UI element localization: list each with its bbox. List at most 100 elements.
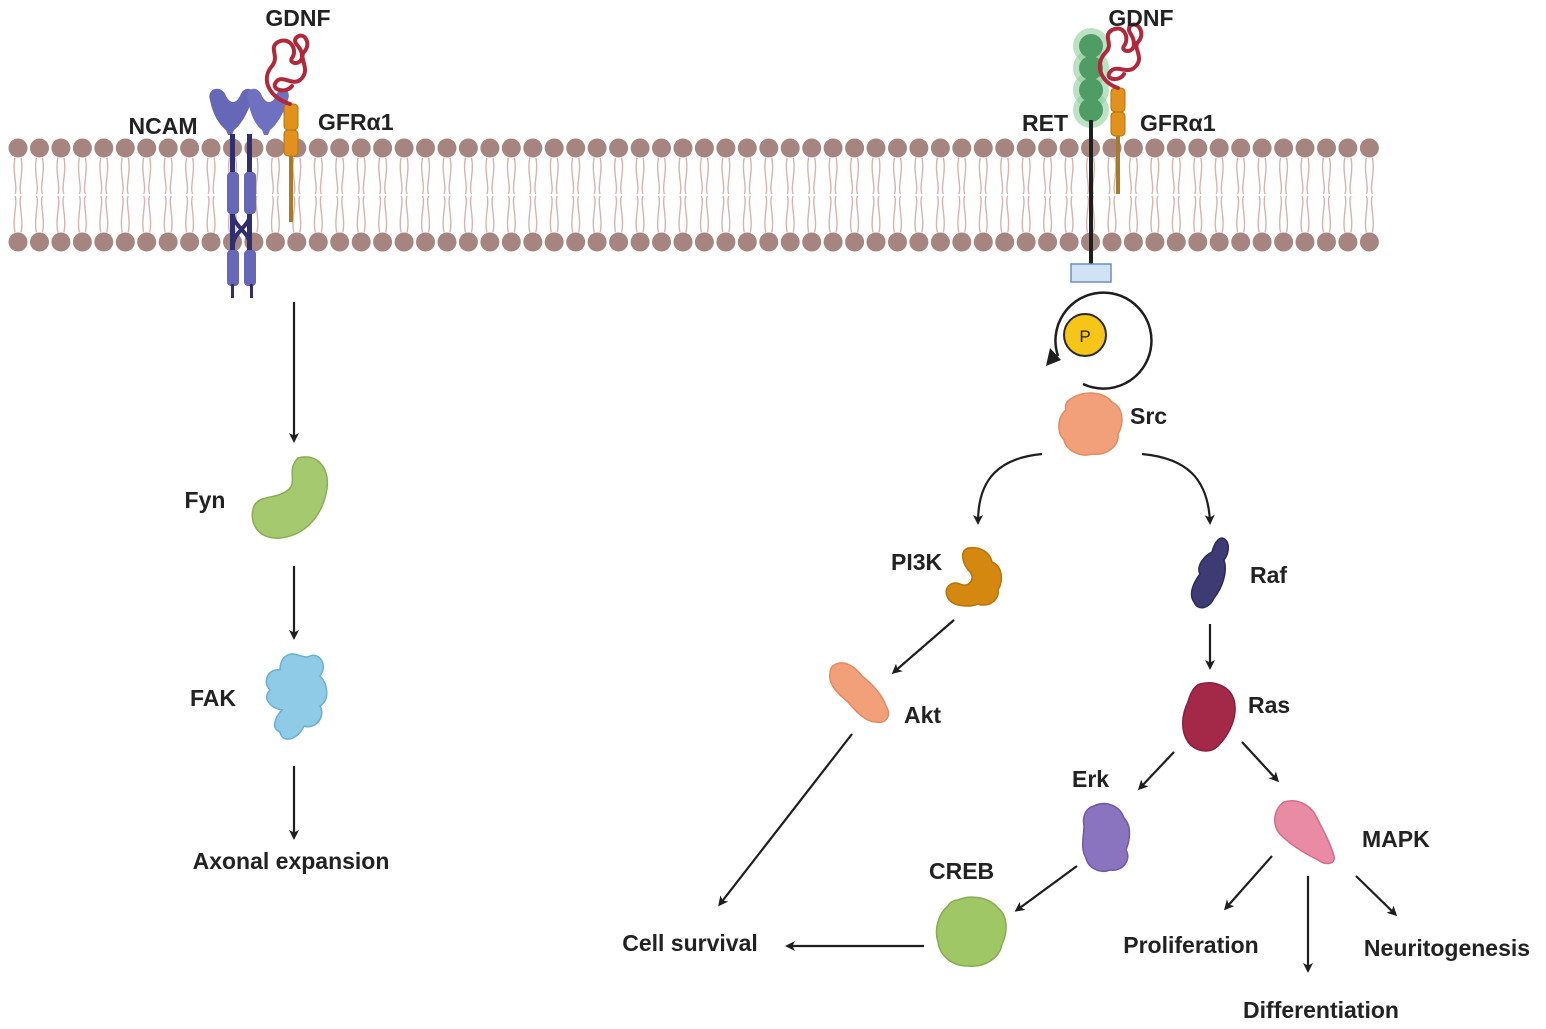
lipid-head <box>480 138 500 158</box>
lipid-tail <box>1349 195 1353 233</box>
lipid-tail <box>699 157 703 195</box>
src-protein <box>1058 392 1123 456</box>
lipid-head <box>373 232 393 252</box>
lipid-tail <box>255 157 259 195</box>
lipid-head <box>673 232 693 252</box>
lipid-head <box>759 232 779 252</box>
lipid-tail <box>1349 157 1353 195</box>
lipid-tail <box>807 157 811 195</box>
lipid-head <box>609 138 629 158</box>
lipid-tail <box>1064 195 1068 233</box>
lipid-tail <box>163 195 167 233</box>
lipid-head <box>780 232 800 252</box>
lipid-head <box>1359 232 1379 252</box>
gdnf-label-left: GDNF <box>265 5 330 31</box>
lipid-tail <box>378 157 382 195</box>
lipid-tail <box>614 157 618 195</box>
lipid-tail <box>984 157 988 195</box>
lipid-tail <box>1193 157 1197 195</box>
lipid-tail <box>1236 195 1240 233</box>
lipid-tail <box>335 157 339 195</box>
lipid-head <box>330 232 350 252</box>
lipid-tail <box>914 157 918 195</box>
lipid-tail <box>1343 195 1347 233</box>
lipid-head <box>652 138 671 158</box>
lipid-tail <box>678 157 682 195</box>
lipid-tail <box>1049 195 1053 233</box>
lipid-tail <box>448 195 452 233</box>
lipid-tail <box>463 157 467 195</box>
lipid-tail <box>791 157 795 195</box>
lipid-head <box>1188 232 1208 252</box>
lipid-head <box>8 232 28 252</box>
lipid-head <box>1317 138 1336 158</box>
lipid-tail <box>399 157 403 195</box>
lipid-tail <box>206 157 210 195</box>
lipid-tail <box>485 157 489 195</box>
lipid-tail <box>1021 157 1025 195</box>
lipid-tail <box>721 157 725 195</box>
lipid-tail <box>62 157 66 195</box>
lipid-tail <box>313 195 317 233</box>
lipid-head <box>845 138 865 158</box>
lipid-tail <box>1285 157 1289 195</box>
lipid-tail <box>40 195 44 233</box>
lipid-head <box>587 232 607 252</box>
lipid-head <box>51 138 71 158</box>
lipid-tail <box>1085 195 1090 233</box>
lipid-head <box>51 232 71 252</box>
lipid-tail <box>748 157 752 195</box>
lipid-tail <box>1199 157 1203 195</box>
lipid-tail <box>191 157 195 195</box>
lipid-tail <box>920 157 924 195</box>
lipid-tail <box>935 157 939 195</box>
lipid-head <box>1252 232 1272 252</box>
lipid-head <box>823 138 843 158</box>
lipid-tail <box>62 195 66 233</box>
arrow-src-to-pi3k <box>973 452 1043 525</box>
lipid-tail <box>684 195 688 233</box>
lipid-tail <box>1327 157 1331 195</box>
lipid-head <box>544 232 564 252</box>
lipid-head <box>1317 232 1336 252</box>
lipid-head <box>351 232 371 252</box>
lipid-tail <box>641 157 645 195</box>
lipid-tail <box>705 157 709 195</box>
lipid-tail <box>1370 157 1374 195</box>
lipid-head <box>544 138 564 158</box>
lipid-tail <box>935 195 939 233</box>
lipid-tail <box>40 157 44 195</box>
lipid-head <box>1166 232 1186 252</box>
lipid-tail <box>1193 195 1197 233</box>
lipid-tail <box>1321 157 1325 195</box>
lipid-tail <box>1113 195 1117 233</box>
lipid-tail <box>1257 157 1261 195</box>
gfra1-receptor-right <box>1110 87 1126 194</box>
lipid-head <box>1231 138 1251 158</box>
lipid-tail <box>13 195 17 233</box>
lipid-tail <box>506 157 510 195</box>
lipid-tail <box>469 157 473 195</box>
lipid-head <box>308 138 328 158</box>
lipid-head <box>1123 232 1143 252</box>
phosphorylation-cycle <box>1046 291 1153 390</box>
lipid-tail <box>555 195 559 233</box>
lipid-tail <box>785 195 789 233</box>
lipid-tail <box>748 195 752 233</box>
lipid-head <box>351 138 371 158</box>
fyn-label: Fyn <box>185 487 226 513</box>
lipid-tail <box>662 195 667 233</box>
lipid-head <box>566 232 586 252</box>
lipid-tail <box>898 157 902 195</box>
lipid-tail <box>898 195 902 233</box>
lipid-head <box>1188 138 1208 158</box>
lipid-head <box>1359 138 1379 158</box>
lipid-tail <box>1150 157 1154 195</box>
lipid-head <box>201 138 221 158</box>
lipid-head <box>759 138 779 158</box>
ret-label: RET <box>1022 110 1068 136</box>
lipid-tail <box>13 157 17 195</box>
lipid-head <box>1123 138 1143 158</box>
lipid-tail <box>791 195 795 233</box>
lipid-head <box>501 138 521 158</box>
